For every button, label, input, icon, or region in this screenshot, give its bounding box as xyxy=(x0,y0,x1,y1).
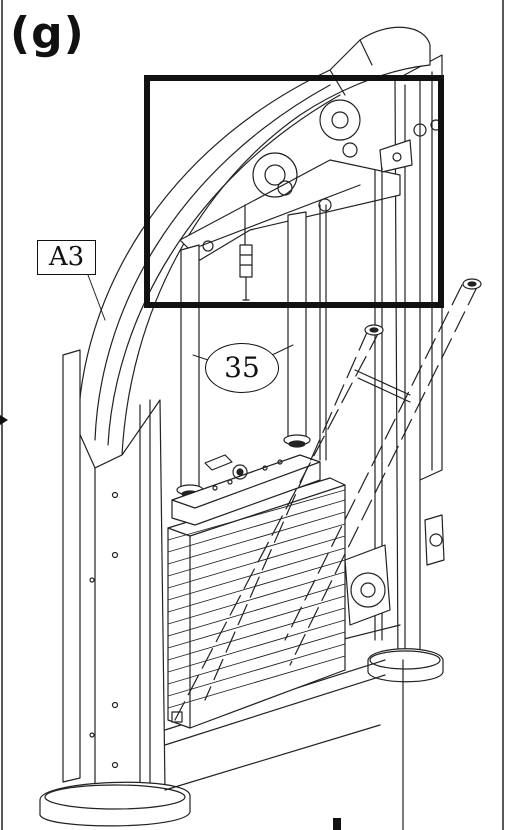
weight-stack xyxy=(167,477,346,729)
loose-rods xyxy=(354,278,482,403)
curved-frame-arm xyxy=(77,26,431,469)
bottom-marker xyxy=(333,818,341,830)
leader-35-right xyxy=(271,344,294,356)
part-callout-a3: A3 xyxy=(37,240,96,275)
step-label: (g) xyxy=(10,8,85,59)
cable-connector xyxy=(239,204,253,301)
left-arrow-tip xyxy=(0,415,8,425)
pulley-assembly xyxy=(179,99,413,261)
front-left-column xyxy=(62,349,166,801)
part-callout-35: 35 xyxy=(205,343,279,393)
base-foot-right xyxy=(367,648,444,683)
base-foot-left xyxy=(39,781,191,827)
leader-a3 xyxy=(87,274,106,321)
detail-highlight-frame xyxy=(144,75,444,308)
side-pulley-housing xyxy=(344,514,445,626)
leader-35-left xyxy=(192,354,209,361)
top-plate xyxy=(171,454,321,526)
dashed-insertion-lines xyxy=(174,284,479,721)
